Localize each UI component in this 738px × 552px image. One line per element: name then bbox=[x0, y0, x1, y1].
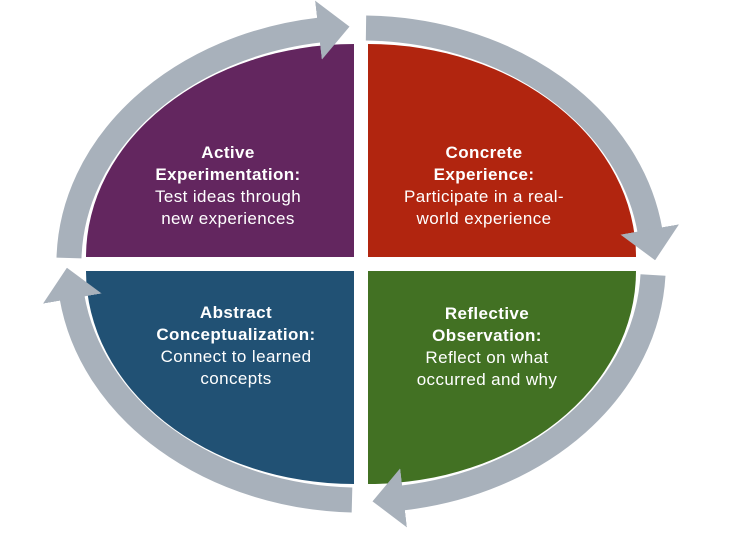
quadrant-body-line: Test ideas through bbox=[154, 187, 302, 206]
quadrant-concrete-experience bbox=[368, 44, 636, 257]
quadrant-heading-line: Reflective bbox=[444, 304, 530, 323]
quadrant-body-line: concepts bbox=[200, 369, 272, 388]
quadrant-reflective-observation bbox=[368, 271, 636, 484]
label-concrete-experience: Concrete Experience: Participate in a re… bbox=[404, 142, 564, 230]
quadrant-heading-line: Experience: bbox=[433, 165, 535, 184]
quadrant-body-line: occurred and why bbox=[416, 370, 558, 389]
quadrant-body-line: Reflect on what bbox=[425, 348, 549, 367]
quadrant-heading-line: Active bbox=[201, 143, 255, 162]
label-reflective-observation: Reflective Observation: Reflect on what … bbox=[417, 303, 558, 391]
label-abstract-conceptualization: Abstract Conceptualization: Connect to l… bbox=[156, 302, 315, 390]
cycle-arrow-top-right bbox=[365, 15, 679, 261]
quadrant-heading-line: Observation: bbox=[432, 326, 542, 345]
label-active-experimentation: Active Experimentation: Test ideas throu… bbox=[155, 142, 301, 230]
cycle-arrow-bottom-right bbox=[372, 274, 666, 528]
quadrant-body-line: Connect to learned bbox=[160, 347, 312, 366]
quadrant-body-line: Participate in a real- bbox=[404, 187, 564, 206]
quadrant-heading-line: Abstract bbox=[199, 303, 273, 322]
quadrant-active-experimentation bbox=[86, 44, 354, 257]
cycle-arrow-top-left bbox=[56, 0, 350, 259]
quadrant-body-line: new experiences bbox=[161, 209, 295, 228]
quadrant-abstract-conceptualization bbox=[86, 271, 354, 484]
quadrant-heading-line: Experimentation: bbox=[155, 165, 301, 184]
cycle-arrow-bottom-left bbox=[43, 267, 353, 513]
quadrant-heading-line: Concrete bbox=[445, 143, 523, 162]
quadrant-body-line: world experience bbox=[416, 209, 552, 228]
quadrant-heading-line: Conceptualization: bbox=[156, 325, 316, 344]
